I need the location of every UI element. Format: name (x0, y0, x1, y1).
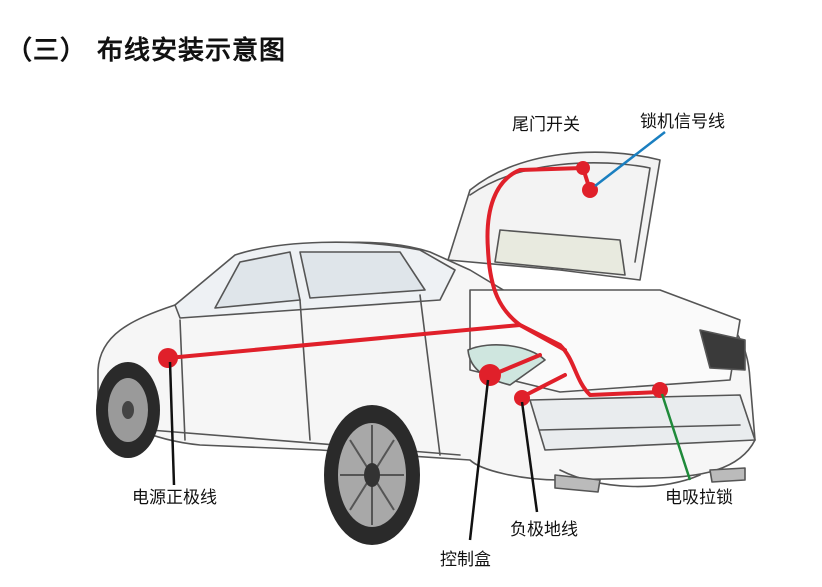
leader-lines (168, 131, 692, 541)
negative-ground-node (514, 390, 530, 406)
car-illustration (97, 151, 756, 493)
suction-lock-node (652, 382, 668, 398)
negative-ground-leader (520, 401, 539, 513)
lock-signal-leader (594, 131, 666, 187)
connection-nodes (158, 161, 668, 406)
lock-signal-label: 锁机信号线 (640, 112, 725, 132)
control-box-label: 控制盒 (440, 550, 491, 570)
suction-lock-leader (660, 393, 692, 481)
tailgate-switch-node (576, 161, 590, 175)
power-positive-node (158, 348, 178, 368)
negative-ground-label: 负极地线 (510, 520, 578, 540)
wiring-harness (166, 166, 662, 400)
tailgate-switch-label: 尾门开关 (512, 115, 580, 135)
front-wheel (96, 362, 160, 458)
power-positive-label: 电源正极线 (132, 488, 217, 508)
suction-lock-label: 电吸拉锁 (665, 488, 733, 508)
rear-wheel (324, 405, 420, 545)
power-positive-leader (168, 361, 176, 486)
lock-signal-node (582, 182, 598, 198)
main-harness-wire (485, 166, 662, 397)
control-box-node (479, 364, 501, 386)
page-title: （三） 布线安装示意图 (6, 36, 287, 66)
control-box-leader (468, 379, 490, 541)
